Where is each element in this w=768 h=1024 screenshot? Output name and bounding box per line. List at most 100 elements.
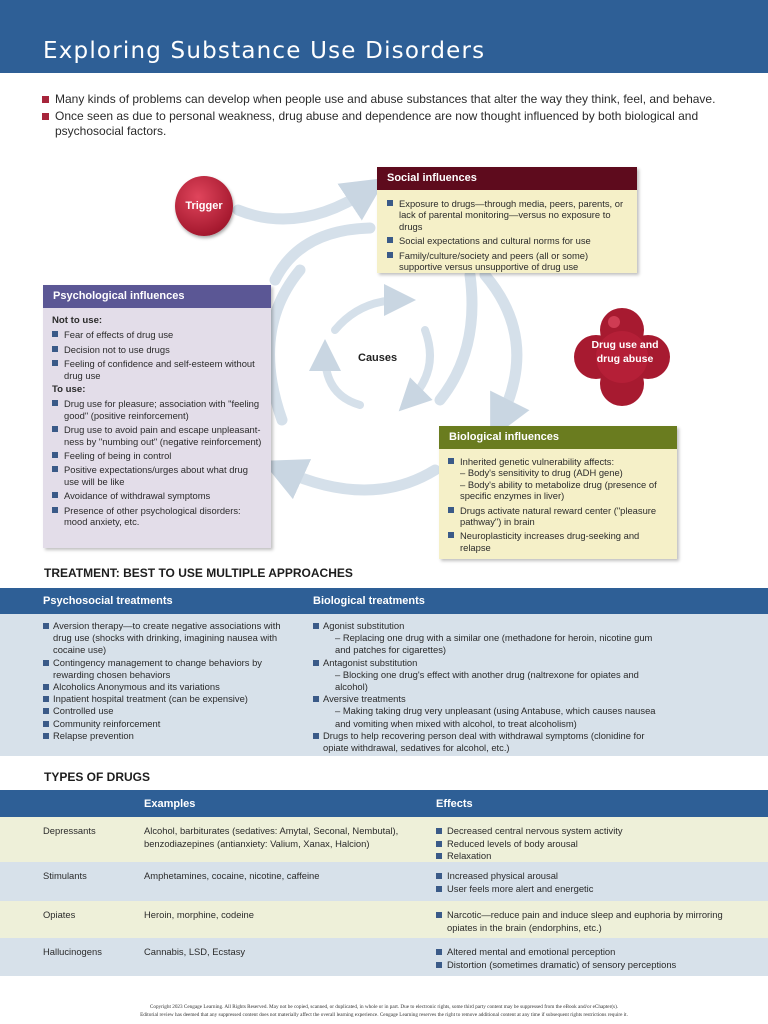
cycle-arrow: [261, 459, 441, 500]
bullet-icon: [52, 452, 58, 459]
psychological-influences-box: Psychological influences Not to use: Fea…: [43, 285, 271, 548]
treatment-header-bar: Psychosocial treatments Biological treat…: [0, 588, 768, 614]
bullet-icon: [387, 200, 393, 206]
cycle-arrow: [269, 222, 376, 286]
list-item: Fear of effects of drug use: [52, 329, 263, 340]
list-item: Social expectations and cultural norms f…: [387, 235, 629, 246]
drug-type: Hallucinogens: [43, 946, 102, 957]
list-item: Feeling of confidence and self-esteem wi…: [52, 358, 263, 381]
intro-text: Once seen as due to personal weakness, d…: [55, 109, 699, 138]
list-item: Neuroplasticity increases drug-seeking a…: [448, 530, 669, 553]
bullet-icon: [313, 732, 319, 739]
list-item: Inpatient hospital treatment (can be exp…: [41, 693, 281, 705]
intro-item: Once seen as due to personal weakness, d…: [40, 109, 730, 139]
biological-header: Biological treatments: [313, 595, 425, 607]
list-item: Community reinforcement: [41, 718, 281, 730]
list-item: Feeling of being in control: [52, 450, 263, 461]
bullet-icon: [313, 623, 319, 629]
list-item: Inherited genetic vulnerability affects:…: [448, 456, 669, 502]
bullet-icon: [436, 828, 442, 834]
biological-influences-title: Biological influences: [439, 426, 677, 449]
bullet-icon: [313, 659, 319, 666]
bullet-icon: [43, 720, 49, 727]
list-item: Exposure to drugs—through media, peers, …: [387, 198, 629, 232]
sub-item: – Body's sensitivity to drug (ADH gene): [460, 467, 623, 479]
footer-line: Editorial review has deemed that any sup…: [140, 1011, 628, 1018]
drug-effects: Narcotic—reduce pain and induce sleep an…: [436, 909, 736, 934]
list-item: Alcoholics Anonymous and its variations: [41, 681, 281, 693]
sub-item: – Replacing one drug with a similar one …: [335, 632, 653, 656]
bullet-icon: [436, 912, 442, 918]
list-item: Reduced levels of body arousal: [436, 838, 736, 851]
bullet-icon: [52, 466, 58, 473]
drug-examples: Amphetamines, cocaine, nicotine, caffein…: [144, 870, 320, 881]
drug-type: Stimulants: [43, 870, 87, 881]
social-influences-box: Social influences Exposure to drugs—thro…: [377, 167, 637, 273]
bullet-icon: [52, 331, 58, 338]
intro-text: Many kinds of problems can develop when …: [55, 92, 716, 106]
sub-item: – Body's ability to metabolize drug (pre…: [460, 478, 657, 502]
inner-arrow: [309, 339, 364, 409]
bullet-icon: [43, 696, 49, 703]
not-to-use-label: Not to use:: [52, 315, 103, 326]
list-item: Presence of other psychological disorder…: [52, 505, 263, 528]
list-item: Distortion (sometimes dramatic) of senso…: [436, 959, 736, 972]
drug-use-cluster: [574, 308, 670, 406]
drug-types-title: TYPES OF DRUGS: [44, 770, 151, 784]
footer-line: Copyright 2023 Cengage Learning. All Rig…: [149, 1004, 619, 1010]
inner-arrow: [331, 284, 416, 334]
table-row: Opiates Heroin, morphine, codeine Narcot…: [0, 901, 768, 938]
list-item: Decision not to use drugs: [52, 344, 263, 355]
bullet-icon: [42, 96, 49, 103]
biological-treatment-list: Agonist substitution – Replacing one dru…: [311, 620, 661, 754]
bullet-icon: [436, 840, 442, 847]
bullet-icon: [52, 345, 58, 352]
to-use-label: To use:: [52, 384, 86, 396]
table-row: Stimulants Amphetamines, cocaine, nicoti…: [0, 862, 768, 901]
bullet-icon: [448, 506, 454, 513]
bullet-icon: [436, 949, 442, 955]
bullet-icon: [448, 532, 454, 539]
bullet-icon: [43, 623, 49, 629]
list-item: Agonist substitution – Replacing one dru…: [311, 620, 661, 657]
bullet-icon: [52, 400, 58, 407]
biological-influences-box: Biological influences Inherited genetic …: [439, 426, 677, 559]
intro-item: Many kinds of problems can develop when …: [40, 92, 730, 107]
bullet-icon: [52, 506, 58, 513]
list-item: Avoidance of withdrawal symptoms: [52, 490, 263, 501]
drug-type: Depressants: [43, 825, 96, 836]
copyright-footer: Copyright 2023 Cengage Learning. All Rig…: [60, 1004, 708, 1019]
bullet-icon: [52, 492, 58, 499]
bullet-icon: [436, 885, 442, 892]
inner-arrow: [398, 326, 434, 412]
list-item: Antagonist substitution – Blocking one d…: [311, 657, 661, 694]
causes-label: Causes: [358, 352, 398, 364]
drug-effects: Increased physical arousal User feels mo…: [436, 870, 736, 895]
list-item: Altered mental and emotional perception: [436, 946, 736, 959]
intro-list: Many kinds of problems can develop when …: [40, 92, 730, 141]
sub-item: – Blocking one drug's effect with anothe…: [335, 668, 639, 693]
psychosocial-header: Psychosocial treatments: [43, 595, 173, 607]
list-item: Narcotic—reduce pain and induce sleep an…: [436, 909, 736, 934]
page-header: Exploring Substance Use Disorders: [0, 0, 768, 73]
bullet-icon: [436, 873, 442, 879]
list-item: User feels more alert and energetic: [436, 883, 736, 896]
social-influences-title: Social influences: [377, 167, 637, 190]
drug-use-label: Drug use and drug abuse: [591, 339, 659, 365]
list-item: Drug use for pleasure; association with …: [52, 398, 263, 421]
list-item: Aversion therapy—to create negative asso…: [41, 620, 281, 657]
effects-header: Effects: [436, 798, 473, 810]
drug-effects: Decreased central nervous system activit…: [436, 825, 736, 863]
bullet-icon: [448, 458, 454, 464]
table-row: Depressants Alcohol, barbiturates (sedat…: [0, 817, 768, 862]
list-item: Relaxation: [436, 850, 736, 863]
list-item: Controlled use: [41, 705, 281, 717]
trigger-node: Trigger: [175, 176, 233, 236]
bullet-icon: [387, 251, 393, 258]
bullet-icon: [43, 659, 49, 666]
bullet-icon: [313, 696, 319, 703]
bullet-icon: [436, 853, 442, 860]
list-item: Increased physical arousal: [436, 870, 736, 883]
drug-effects: Altered mental and emotional perception …: [436, 946, 736, 971]
cycle-arrow: [479, 269, 530, 440]
